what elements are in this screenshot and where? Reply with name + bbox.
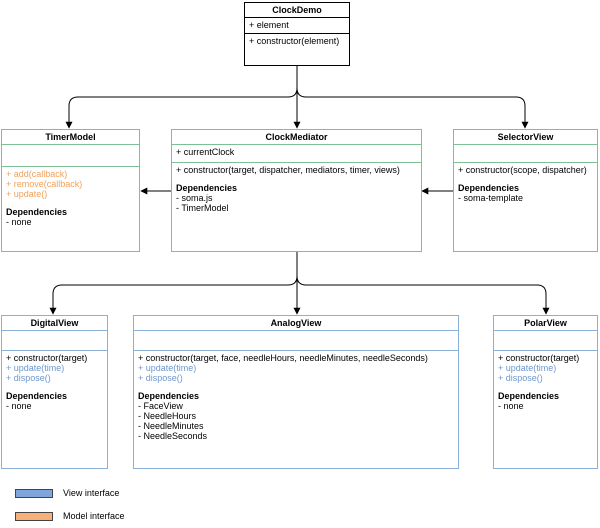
attribute-row: + currentClock [176,147,235,157]
attributes-section: + element [245,17,349,33]
methods-section: + constructor(scope, dispatcher) Depende… [454,162,597,205]
class-title: SelectorView [497,132,554,142]
class-analogview: AnalogView + constructor(target, face, n… [133,315,459,469]
method-row: + dispose() [498,373,543,383]
method-row: + dispose() [138,373,183,383]
methods-section: + add(callback) + remove(callback) + upd… [2,166,139,229]
attributes-section [2,144,139,166]
method-row: + constructor(target) [6,353,88,363]
dependency-row: - NeedleSeconds [138,431,208,441]
legend-view-interface: View interface [15,487,119,499]
class-timermodel: TimerModel + add(callback) + remove(call… [1,129,140,252]
method-row: + constructor(scope, dispatcher) [458,165,587,175]
class-title: ClockMediator [265,132,328,142]
attributes-section [454,144,597,162]
methods-section: + constructor(element) [245,33,349,48]
class-title: AnalogView [270,318,322,328]
method-row: + update() [6,189,48,199]
dependency-row: - FaceView [138,401,183,411]
class-digitalview: DigitalView + constructor(target) + upda… [1,315,108,469]
attributes-section: + currentClock [172,144,421,162]
class-title: DigitalView [30,318,79,328]
dependency-row: - none [498,401,524,411]
methods-section: + constructor(target) + update(time) + d… [494,350,597,413]
attribute-row: + element [249,20,289,30]
dependencies-heading: Dependencies [138,391,200,401]
method-row: + update(time) [498,363,557,373]
dependencies-heading: Dependencies [6,391,68,401]
method-row: + constructor(target, face, needleHours,… [138,353,428,363]
method-row: + remove(callback) [6,179,83,189]
class-title: PolarView [524,318,567,328]
method-row: + constructor(element) [249,36,340,46]
dependency-row: - NeedleHours [138,411,197,421]
dependencies-heading: Dependencies [176,183,238,193]
dependencies-heading: Dependencies [498,391,560,401]
attributes-section [494,330,597,350]
view-interface-swatch [15,488,53,498]
class-title: TimerModel [45,132,96,142]
edge-mediator-digitalview [49,252,298,315]
dependency-row: - soma-template [458,193,524,203]
method-row: + update(time) [6,363,65,373]
legend-label: View interface [63,488,120,498]
method-row: + constructor(target) [498,353,580,363]
dependencies-heading: Dependencies [458,183,520,193]
dependencies-heading: Dependencies [6,207,68,217]
class-polarview: PolarView + constructor(target) + update… [493,315,598,469]
edge-clockdemo-selectorview [296,87,529,129]
dependency-row: - none [6,401,32,411]
legend-model-interface: Model interface [15,510,125,522]
method-row: + dispose() [6,373,51,383]
class-selectorview: SelectorView + constructor(scope, dispat… [453,129,598,252]
methods-section: + constructor(target) + update(time) + d… [2,350,107,413]
class-clockmediator: ClockMediator + currentClock + construct… [171,129,422,252]
edge-mediator-polarview [296,275,550,315]
model-interface-swatch [15,511,53,521]
methods-section: + constructor(target, face, needleHours,… [134,350,458,443]
method-row: + update(time) [138,363,197,373]
class-title: ClockDemo [272,5,322,15]
attributes-section [2,330,107,350]
method-row: + add(callback) [6,169,68,179]
method-row: + constructor(target, dispatcher, mediat… [176,165,400,175]
attributes-section [134,330,458,350]
edge-clockdemo-timermodel [65,66,298,129]
dependency-row: - NeedleMinutes [138,421,204,431]
legend-label: Model interface [63,511,125,521]
dependency-row: - none [6,217,32,227]
dependency-row: - TimerModel [176,203,229,213]
methods-section: + constructor(target, dispatcher, mediat… [172,162,421,215]
dependency-row: - soma.js [176,193,213,203]
class-clockdemo: ClockDemo + element + constructor(elemen… [244,2,350,66]
